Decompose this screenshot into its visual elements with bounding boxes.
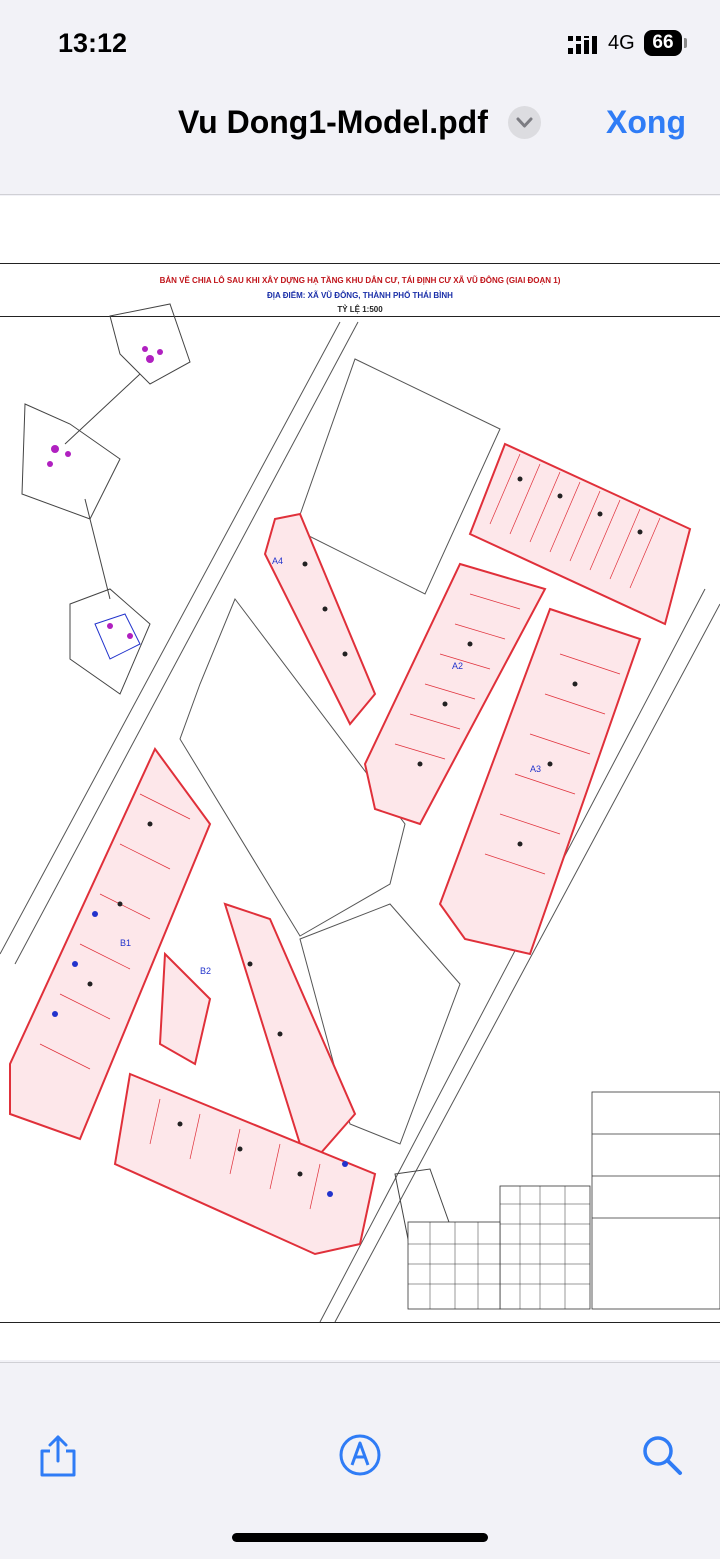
drawing-frame-top	[0, 263, 720, 264]
key-map-insets	[21, 303, 456, 1250]
status-bar: 13:12 4G 66	[0, 0, 720, 90]
drawing-location: ĐỊA ĐIỂM: XÃ VŨ ĐÔNG, THÀNH PHỐ THÁI BÌN…	[267, 291, 453, 300]
title-divider	[0, 316, 720, 317]
share-icon	[40, 1435, 76, 1477]
document-title[interactable]: Vu Dong1-Model.pdf	[178, 104, 488, 140]
table-lines	[408, 1186, 590, 1309]
lot-hatching	[39, 453, 661, 1210]
markup-button[interactable]	[338, 1433, 382, 1477]
drawing-scale: TỶ LỆ 1:500	[337, 305, 383, 314]
block-labels: A4 A2 A3 B1 B2	[120, 556, 541, 976]
block-label-a3: A3	[530, 764, 541, 774]
network-type: 4G	[608, 32, 635, 54]
block-label-a2: A2	[452, 661, 463, 671]
block-label-a4: A4	[272, 556, 283, 566]
search-icon	[643, 1436, 682, 1475]
search-button[interactable]	[640, 1433, 684, 1477]
main-road	[0, 321, 720, 1322]
residential-blocks	[9, 442, 692, 1256]
share-button[interactable]	[36, 1433, 80, 1477]
bottom-toolbar	[0, 1362, 720, 1559]
cellular-signal-icon	[568, 36, 597, 54]
battery-tip	[684, 38, 687, 48]
done-button[interactable]: Xong	[606, 104, 686, 140]
block-label-b1: B1	[120, 938, 131, 948]
clock: 13:12	[58, 28, 128, 58]
lot-markers-blue	[52, 911, 348, 1197]
title-block	[407, 1091, 720, 1310]
nav-bar: Vu Dong1-Model.pdf Xong	[0, 90, 720, 195]
site-plan-drawing: A4 A2 A3 B1 B2	[0, 303, 720, 1322]
markup-icon	[339, 1434, 381, 1476]
battery-icon: 66	[644, 30, 682, 56]
lot-markers	[87, 476, 643, 1177]
title-menu-button[interactable]	[508, 106, 541, 139]
pdf-page[interactable]: BẢN VẼ CHIA LÔ SAU KHI XÂY DỰNG HẠ TẦNG …	[0, 196, 720, 1360]
block-label-b2: B2	[200, 966, 211, 976]
key-map-markers	[47, 346, 163, 639]
chevron-down-icon	[516, 117, 533, 128]
drawing-title: BẢN VẼ CHIA LÔ SAU KHI XÂY DỰNG HẠ TẦNG …	[159, 276, 561, 285]
drawing-frame-bottom	[0, 1322, 720, 1323]
open-parcels	[179, 358, 501, 1145]
home-indicator[interactable]	[232, 1533, 488, 1542]
